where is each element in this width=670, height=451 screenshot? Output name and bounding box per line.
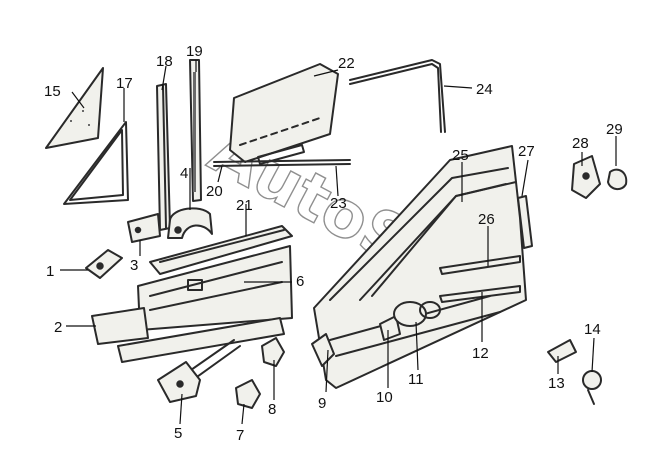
part-6-trim-panel <box>137 245 293 331</box>
part-16-bracket <box>167 207 213 239</box>
part-18-channel <box>156 83 171 231</box>
part-lower-trim <box>117 317 285 363</box>
callout-19: 19 <box>186 43 203 60</box>
part-1-handle <box>85 249 123 279</box>
part-14-key-cylinder <box>582 370 602 405</box>
callout-25: 25 <box>452 147 469 164</box>
callout-20: 20 <box>206 183 223 200</box>
part-13-bracket <box>547 339 577 363</box>
part-21-armrest <box>149 225 293 275</box>
part-7-lock <box>235 379 261 409</box>
callout-4: 4 <box>180 165 188 182</box>
callout-21: 21 <box>236 197 253 214</box>
part-25-frame-seal <box>371 181 517 297</box>
callout-28: 28 <box>572 135 589 152</box>
part-24-molding <box>349 59 446 133</box>
callout-1: 1 <box>46 263 54 280</box>
callout-5: 5 <box>174 425 182 442</box>
part-15-vent-glass <box>45 67 104 149</box>
part-11-lock-barrel <box>393 301 441 327</box>
callout-27: 27 <box>518 143 535 160</box>
callout-2: 2 <box>54 319 62 336</box>
part-22-door-glass <box>229 63 339 165</box>
callout-12: 12 <box>472 345 489 362</box>
part-28-latch <box>571 155 601 199</box>
callout-24: 24 <box>476 81 493 98</box>
part-29-knob <box>607 168 628 190</box>
callout-7: 7 <box>236 427 244 444</box>
callout-8: 8 <box>268 401 276 418</box>
callout-29: 29 <box>606 121 623 138</box>
callout-18: 18 <box>156 53 173 70</box>
part-9-hinge <box>311 333 335 367</box>
callout-14: 14 <box>584 321 601 338</box>
callout-11: 11 <box>408 371 424 388</box>
callout-13: 13 <box>548 375 565 392</box>
part-19-guide <box>189 59 202 202</box>
part-5-regulator <box>157 339 241 403</box>
part-17-vent-seal <box>63 121 129 205</box>
leader-lines <box>60 60 617 425</box>
callout-6: 6 <box>296 273 304 290</box>
callout-26: 26 <box>478 211 495 228</box>
part-8-striker <box>261 337 285 367</box>
part-27-vertical-strip <box>517 195 533 249</box>
part-10-outer-handle <box>379 315 401 341</box>
callout-3: 3 <box>130 257 138 274</box>
callout-10: 10 <box>376 389 393 406</box>
callout-17: 17 <box>116 75 133 92</box>
part-20-23-strips <box>213 159 351 167</box>
part-26-belt-strip <box>439 255 521 303</box>
callout-15: 15 <box>44 83 61 100</box>
callout-9: 9 <box>318 395 326 412</box>
callout-23: 23 <box>330 195 347 212</box>
part-2-lower-panel <box>91 307 149 345</box>
callout-22: 22 <box>338 55 355 72</box>
part-3-bracket <box>127 213 161 243</box>
